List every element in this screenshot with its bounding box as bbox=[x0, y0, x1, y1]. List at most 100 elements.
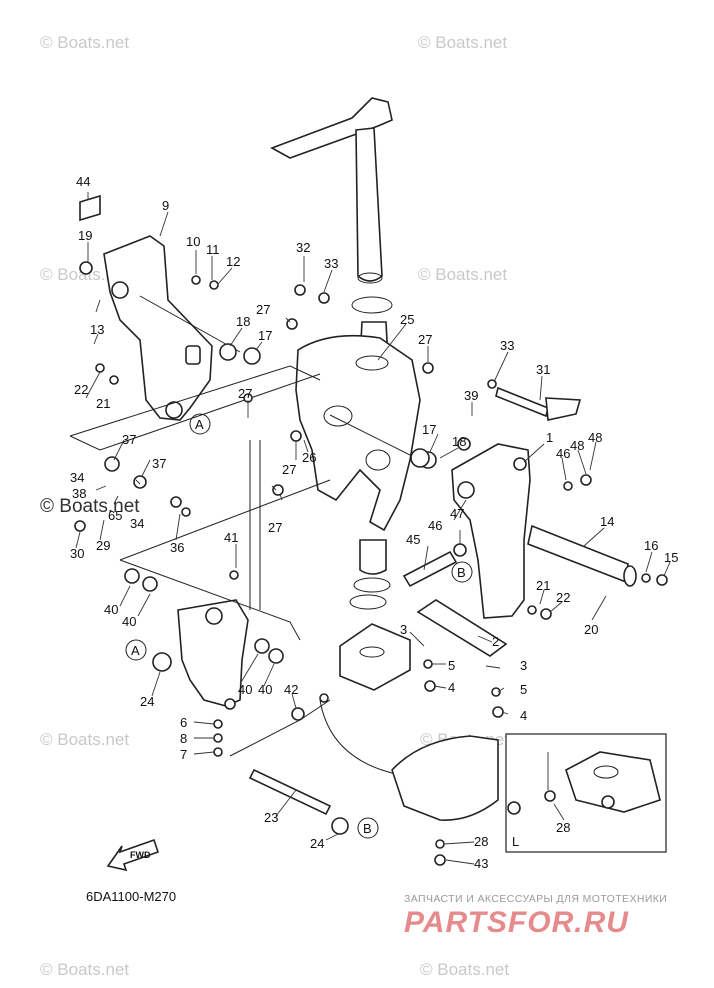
label-flag bbox=[79, 194, 101, 222]
callout: 30 bbox=[70, 546, 84, 561]
callout: 40 bbox=[258, 682, 272, 697]
inset-detail: L bbox=[505, 733, 667, 853]
right-clamp-bracket bbox=[451, 443, 531, 619]
callout: 28 bbox=[474, 834, 488, 849]
callout: 41 bbox=[224, 530, 238, 545]
callout: 24 bbox=[310, 836, 324, 851]
brand-tagline: ЗАПЧАСТИ И АКСЕССУАРЫ ДЛЯ МОТОТЕХНИКИ bbox=[404, 893, 668, 905]
leader-lines bbox=[75, 192, 671, 865]
left-clamp-bracket bbox=[103, 235, 213, 421]
callout: 5 bbox=[448, 658, 455, 673]
callout: 31 bbox=[536, 362, 550, 377]
callout: 27 bbox=[256, 302, 270, 317]
ref-a: A bbox=[131, 643, 140, 658]
fwd-label: FWD bbox=[130, 850, 151, 860]
callout: 32 bbox=[296, 240, 310, 255]
callout: 2 bbox=[492, 634, 499, 649]
callout: 43 bbox=[474, 856, 488, 871]
callout: 24 bbox=[140, 694, 154, 709]
tilt-tube bbox=[248, 386, 637, 816]
callout: 12 bbox=[226, 254, 240, 269]
callout: 40 bbox=[104, 602, 118, 617]
watermark: © Boats.net bbox=[40, 960, 129, 979]
callout: 14 bbox=[600, 514, 614, 529]
callout: 47 bbox=[450, 506, 464, 521]
callout: 42 bbox=[284, 682, 298, 697]
callout: 20 bbox=[584, 622, 598, 637]
callout: 29 bbox=[96, 538, 110, 553]
callout: 13 bbox=[90, 322, 104, 337]
callout: 22 bbox=[556, 590, 570, 605]
ref-a: A bbox=[195, 417, 204, 432]
callout: 6 bbox=[180, 715, 187, 730]
callout: 17 bbox=[422, 422, 436, 437]
fwd-arrow-icon: FWD bbox=[106, 838, 160, 872]
callout: 25 bbox=[400, 312, 414, 327]
lower-bracket bbox=[177, 599, 249, 710]
callout: 27 bbox=[238, 386, 252, 401]
callout: 36 bbox=[170, 540, 184, 555]
swivel-bracket bbox=[295, 296, 421, 532]
callout: 4 bbox=[448, 680, 455, 695]
callout: 34 bbox=[70, 470, 84, 485]
watermark: © Boats.net bbox=[420, 960, 509, 979]
callout: 37 bbox=[152, 456, 166, 471]
plate bbox=[416, 599, 508, 657]
lower-pivot bbox=[319, 539, 411, 776]
callout: 44 bbox=[76, 174, 90, 189]
callout: 46 bbox=[556, 446, 570, 461]
callout: 27 bbox=[268, 520, 282, 535]
ref-b: B bbox=[363, 821, 372, 836]
callout: 28 bbox=[556, 820, 570, 835]
callout: 48 bbox=[570, 438, 584, 453]
callout: 11 bbox=[206, 242, 220, 257]
callout: 27 bbox=[282, 462, 296, 477]
diagram-code: 6DA1100-M270 bbox=[86, 889, 177, 904]
callout: 46 bbox=[428, 518, 442, 533]
callout: 33 bbox=[500, 338, 514, 353]
callout: 45 bbox=[406, 532, 420, 547]
callout: 19 bbox=[78, 228, 92, 243]
callout: 3 bbox=[520, 658, 527, 673]
callout: 4 bbox=[520, 708, 527, 723]
ref-markers: A A B B bbox=[125, 413, 473, 839]
watermark-dark: © Boats.net bbox=[40, 496, 140, 517]
callout: 34 bbox=[130, 516, 144, 531]
callout: 21 bbox=[96, 396, 110, 411]
callout: 33 bbox=[324, 256, 338, 271]
callout: 10 bbox=[186, 234, 200, 249]
callout: 18 bbox=[236, 314, 250, 329]
brand-logo: PARTSFOR.RU bbox=[404, 906, 629, 939]
callout: 37 bbox=[122, 432, 136, 447]
callouts: 1 2 3 3 4 4 5 5 6 7 8 9 10 11 12 13 14 1… bbox=[70, 174, 678, 871]
callout: 27 bbox=[418, 332, 432, 347]
callout: 5 bbox=[520, 682, 527, 697]
callout: 22 bbox=[74, 382, 88, 397]
callout: 7 bbox=[180, 747, 187, 762]
callout: 9 bbox=[162, 198, 169, 213]
callout: 18 bbox=[452, 434, 466, 449]
callout: 40 bbox=[122, 614, 136, 629]
callout: 17 bbox=[258, 328, 272, 343]
watermark: © Boats.net bbox=[418, 33, 507, 52]
inset-label: L bbox=[512, 834, 519, 849]
callout: 38 bbox=[72, 486, 86, 501]
callout: 16 bbox=[644, 538, 658, 553]
callout: 8 bbox=[180, 731, 187, 746]
callout: 1 bbox=[546, 430, 553, 445]
watermarks: © Boats.net © Boats.net © Boats.net © Bo… bbox=[40, 33, 509, 979]
callout: 21 bbox=[536, 578, 550, 593]
callout: 48 bbox=[588, 430, 602, 445]
lower-unit bbox=[391, 735, 499, 821]
callout: 65 bbox=[108, 508, 122, 523]
ref-b: B bbox=[457, 565, 466, 580]
callout: 26 bbox=[302, 450, 316, 465]
callout: 15 bbox=[664, 550, 678, 565]
watermark: © Boats.net bbox=[40, 730, 129, 749]
callout: 40 bbox=[238, 682, 252, 697]
watermark: © Boats.net bbox=[40, 33, 129, 52]
hardware bbox=[74, 261, 668, 866]
callout: 3 bbox=[400, 622, 407, 637]
callout: 39 bbox=[464, 388, 478, 403]
